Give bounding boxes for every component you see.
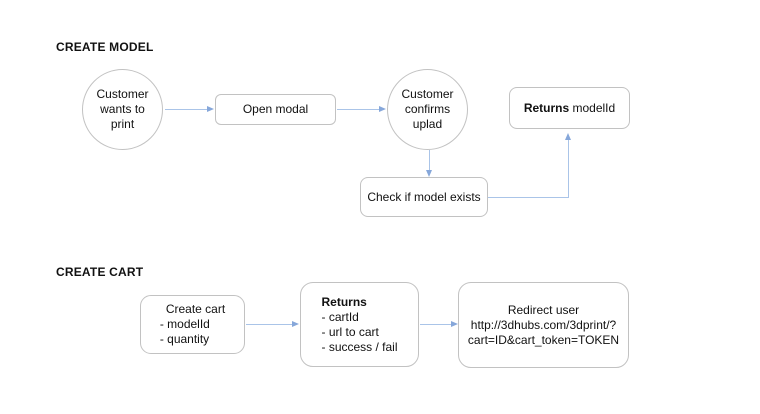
node-customer-confirms-upload: Customer confirms uplad <box>387 69 468 150</box>
node-text-line: Customer <box>96 87 149 101</box>
node-text-line: Customer <box>401 87 454 101</box>
node-create-cart: Create cart - modelId - quantity <box>140 295 245 354</box>
node-returns-cart: Returns - cartId - url to cart - success… <box>300 282 419 367</box>
arrow-wants-to-open-modal <box>165 106 214 112</box>
node-text-bold: Returns <box>321 294 367 309</box>
connector-check-to-returns-arrowhead <box>565 133 571 140</box>
node-text-line: - success / fail <box>321 339 398 354</box>
node-text-line: Redirect user <box>507 302 580 317</box>
arrow-returns-to-redirect <box>420 321 458 327</box>
node-text-line: - url to cart <box>321 324 379 339</box>
node-text-line: - cartId <box>321 309 359 324</box>
node-redirect-user: Redirect user http://3dhubs.com/3dprint/… <box>458 282 629 368</box>
node-customer-wants-to-print: Customer wants to print <box>82 69 163 150</box>
node-text-line: wants to <box>100 102 145 116</box>
node-text-line: http://3dhubs.com/3dprint/? <box>470 317 617 332</box>
arrow-open-modal-to-confirms <box>337 106 386 112</box>
node-text-line: confirms <box>404 102 451 116</box>
section-title-create-model: CREATE MODEL <box>56 40 154 54</box>
node-returns-modelid: Returns modelId <box>509 87 630 129</box>
arrow-confirms-to-check <box>426 150 432 177</box>
node-text-line: Open modal <box>242 102 309 116</box>
node-text-line: Check if model exists <box>367 189 481 204</box>
node-check-model-exists: Check if model exists <box>360 177 488 217</box>
node-open-modal: Open modal <box>215 94 336 125</box>
node-text-line: cart=ID&cart_token=TOKEN <box>467 332 620 347</box>
connector-check-to-returns-vertical <box>568 140 569 198</box>
node-text-line: - modelId <box>159 317 210 331</box>
node-text-line: - quantity <box>159 332 210 346</box>
node-text-line: modelId <box>569 100 616 115</box>
node-text-line: Create cart <box>165 302 226 316</box>
connector-check-to-returns-horizontal <box>488 197 569 198</box>
arrow-create-cart-to-returns <box>246 321 299 327</box>
section-title-create-cart: CREATE CART <box>56 265 144 279</box>
node-text-bold: Returns <box>523 100 570 115</box>
node-text-line: uplad <box>412 117 443 131</box>
node-text-line: print <box>110 117 135 131</box>
